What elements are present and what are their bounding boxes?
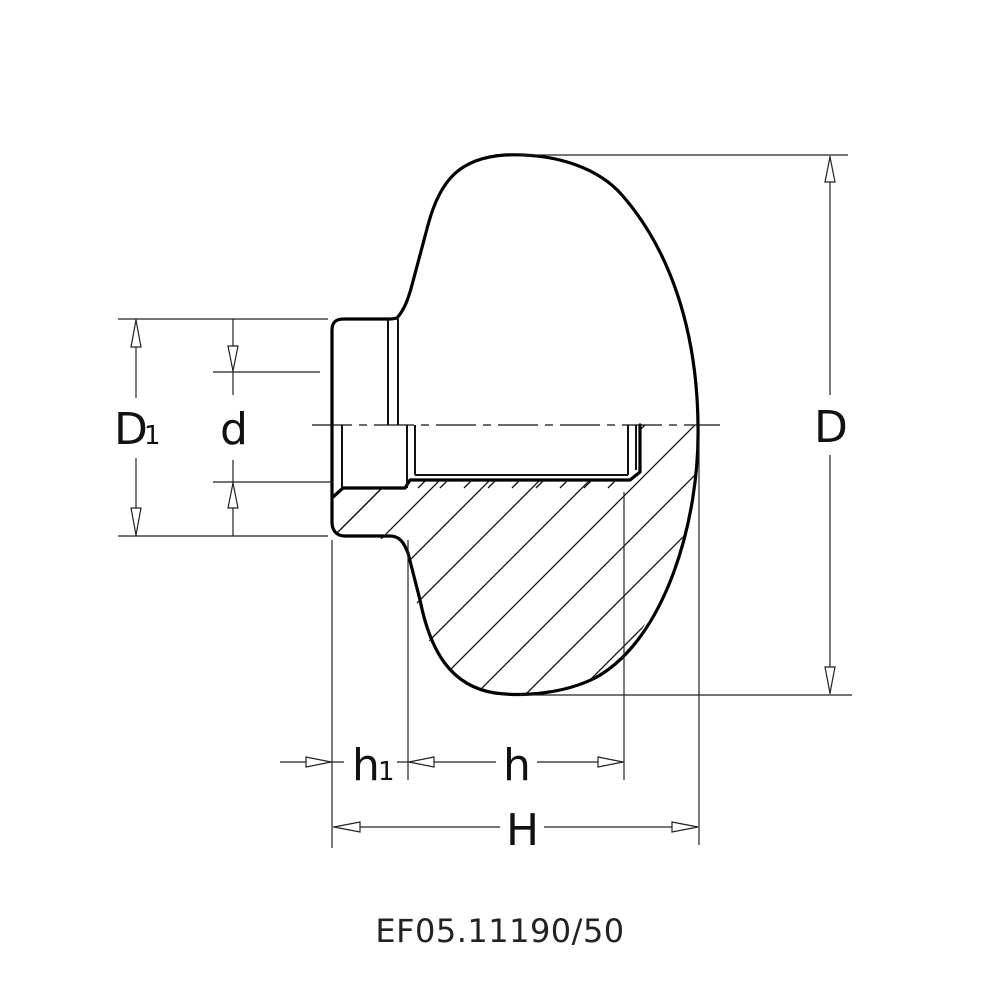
- svg-text:1: 1: [378, 757, 395, 787]
- part-number-caption: EF05.11190/50: [375, 912, 625, 950]
- hub-outline: [330, 316, 399, 524]
- dimension-d: d: [220, 319, 248, 536]
- dim-label-D: D: [814, 402, 848, 453]
- dimension-h: h: [397, 740, 624, 791]
- svg-text:1: 1: [144, 421, 161, 451]
- extension-lines: [118, 154, 852, 848]
- knob-upper-contour: [395, 153, 700, 427]
- dim-label-D1: D: [114, 404, 148, 455]
- dimension-H: H: [333, 805, 699, 856]
- dimension-h1: h 1: [280, 740, 395, 791]
- dim-label-h: h: [503, 740, 531, 791]
- hub-internal-lines: [341, 319, 637, 488]
- dim-label-h1: h: [352, 740, 380, 791]
- dimension-D: D: [814, 156, 848, 694]
- knob-lower-contour: [330, 423, 700, 697]
- section-hatching: [333, 425, 698, 694]
- dim-label-d: d: [220, 404, 248, 455]
- dimension-D1: D 1: [114, 319, 161, 536]
- dim-label-H: H: [506, 805, 539, 856]
